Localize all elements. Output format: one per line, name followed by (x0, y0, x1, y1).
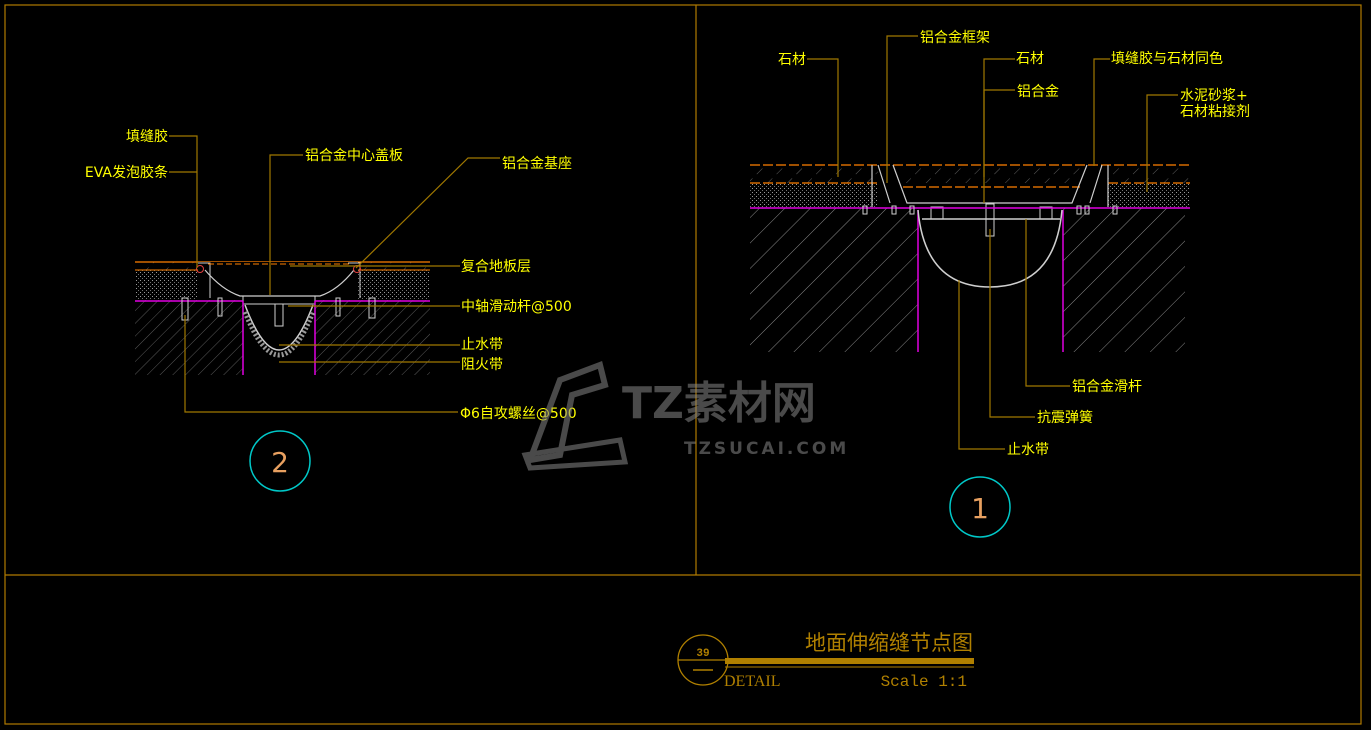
label-spring: 抗震弹簧 (1037, 410, 1093, 426)
label-slide-rod: 中轴滑动杆@500 (461, 298, 572, 315)
detail-1-number: 1 (971, 492, 989, 525)
label-composite-floor: 复合地板层 (461, 258, 531, 275)
scale-label: Scale 1:1 (881, 673, 967, 691)
label-base-seat: 铝合金基座 (502, 155, 572, 172)
label-fill-glue-same-color: 填缝胶与石材同色 (1111, 50, 1223, 67)
detail-2-section (135, 261, 430, 375)
sheet-number: 39 (696, 648, 709, 660)
detail-2-number: 2 (271, 446, 289, 479)
label-frame: 铝合金框架 (920, 30, 990, 46)
detail-1-leaders (807, 35, 1178, 450)
detail-1-marker: 1 (949, 476, 1011, 538)
detail-2-leaders (169, 135, 500, 413)
detail-2-labels: 填缝胶 EVA发泡胶条 铝合金中心盖板 铝合金基座 复合地板层 中轴滑动杆@50… (85, 128, 577, 422)
label-mortar-line1: 水泥砂浆+ (1180, 88, 1248, 104)
label-slide-rod-1: 铝合金滑杆 (1072, 378, 1142, 395)
watermark-brand: TZ素材网 (622, 378, 816, 429)
watermark-url: TZSUCAI.COM (684, 439, 849, 459)
label-stone-left: 石材 (778, 52, 806, 68)
label-center-cover: 铝合金中心盖板 (305, 148, 403, 164)
drawing-title: 地面伸缩缝节点图 (805, 631, 973, 655)
detail-1-labels: 石材 铝合金框架 石材 铝合金 填缝胶与石材同色 水泥砂浆+ 石材粘接剂 铝合金… (778, 30, 1250, 458)
label-aluminum: 铝合金 (1017, 84, 1059, 100)
detail-1-section (750, 164, 1190, 352)
detail-2-marker: 2 (249, 430, 311, 492)
watermark-logo: TZ素材网 TZSUCAI.COM (521, 361, 849, 471)
title-block: 39 地面伸缩缝节点图 DETAIL Scale 1:1 (677, 631, 974, 691)
label-fill-glue: 填缝胶 (126, 128, 168, 145)
label-waterstop: 止水带 (461, 337, 503, 353)
detail-label: DETAIL (724, 673, 780, 690)
label-waterstop-1: 止水带 (1007, 442, 1049, 458)
label-screw: Φ6自攻螺丝@500 (460, 406, 577, 422)
label-eva-strip: EVA发泡胶条 (85, 164, 168, 181)
label-stone-center: 石材 (1016, 51, 1044, 67)
label-fire-barrier: 阻火带 (461, 357, 503, 373)
drawing-frame (4, 4, 1362, 725)
label-mortar-line2: 石材粘接剂 (1180, 103, 1250, 120)
